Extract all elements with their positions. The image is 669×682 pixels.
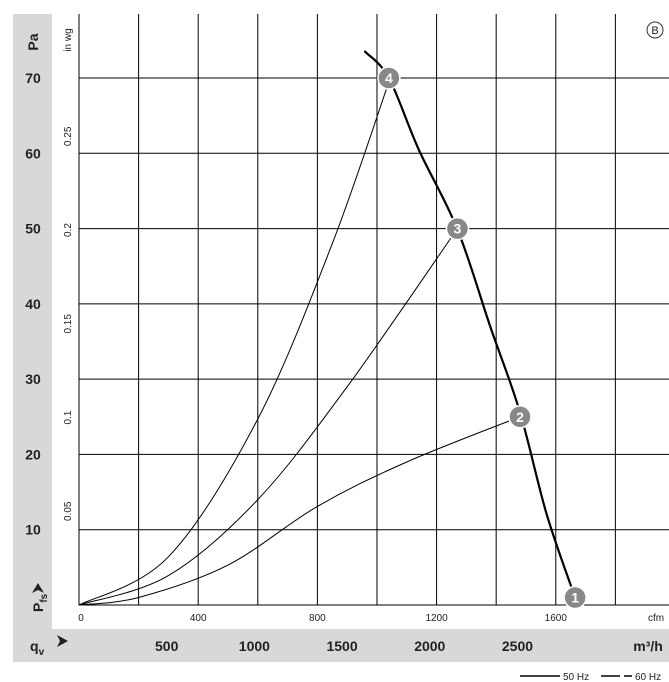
top-x-axis-tick-label: 800 <box>309 613 326 624</box>
badge-label: B <box>651 25 658 37</box>
inner-axis-tick-label: 0.05 <box>63 501 74 521</box>
top-x-axis-tick-label: 1600 <box>545 613 568 624</box>
series-system-curve-3 <box>78 228 458 606</box>
bottom-x-axis-tick-label: 2500 <box>502 638 533 654</box>
legend-label-50hz: 50 Hz <box>563 672 589 682</box>
legend-label-60hz: 60 Hz <box>635 672 661 682</box>
series-system-curve-4 <box>78 81 390 606</box>
left-axis-label: Pfs <box>30 593 50 612</box>
bottom-x-axis-tick-label: 1500 <box>326 638 357 654</box>
left-axis-unit: Pa <box>25 33 41 50</box>
left-axis-label-sub: fs <box>39 593 50 602</box>
series-system-curve-2 <box>78 416 521 606</box>
bottom-axis-label: qv <box>30 638 45 658</box>
left-axis-band <box>13 14 52 634</box>
left-axis-tick-label: 10 <box>25 522 41 538</box>
operating-point-label: 1 <box>571 589 579 605</box>
left-axis-tick-label: 60 <box>25 145 41 161</box>
inner-axis-tick-label: 0.15 <box>63 314 74 334</box>
left-axis-tick-label: 40 <box>25 296 41 312</box>
bottom-x-axis-tick-label: 500 <box>155 638 179 654</box>
svg-text:Pfs: Pfs <box>30 593 50 612</box>
operating-point-marker <box>508 405 532 429</box>
marker-layer: 1 2 3 4 <box>377 66 587 610</box>
left-axis-tick-label: 50 <box>25 221 41 237</box>
top-x-axis-tick-label: 400 <box>190 613 207 624</box>
series-layer <box>78 50 577 606</box>
inner-axis-unit: in wg <box>63 28 74 51</box>
left-axis-label-main: P <box>30 603 46 612</box>
operating-point-label: 3 <box>454 221 462 237</box>
series-fan-curve-50hz <box>364 50 577 599</box>
badge-circle-icon <box>646 21 664 39</box>
bottom-axis-label-main: q <box>30 638 39 654</box>
bottom-axis-band <box>13 629 669 662</box>
left-axis-tick-label: 30 <box>25 371 41 387</box>
bottom-x-axis-tick-label: 1000 <box>239 638 270 654</box>
left-axis-tick-label: 20 <box>25 446 41 462</box>
label-layer: 10 20 30 40 50 60 70 0.05 0.1 0.15 0.2 0.25 0 400 800 1… <box>25 70 567 654</box>
top-x-axis-tick-label: 0 <box>78 613 84 624</box>
operating-point-marker <box>445 216 470 241</box>
inner-axis-tick-label: 0.25 <box>63 126 74 146</box>
operating-point-label: 2 <box>516 409 524 425</box>
inner-axis-tick-label: 0.1 <box>63 410 74 424</box>
left-axis-arrow-icon <box>32 583 44 593</box>
operating-point-marker <box>377 66 401 90</box>
plot-area <box>79 14 669 605</box>
operating-point-marker <box>563 585 587 610</box>
operating-point-label: 4 <box>385 70 393 86</box>
left-axis-tick-label: 70 <box>25 70 41 86</box>
grid-layer <box>78 14 669 606</box>
bottom-axis-arrow-icon <box>57 635 68 647</box>
legend: 50 Hz 60 Hz <box>520 672 661 682</box>
bottom-x-axis-unit: m³/h <box>633 638 663 654</box>
top-x-axis-tick-label: 1200 <box>425 613 448 624</box>
top-x-axis-unit: cfm <box>648 613 664 624</box>
bottom-axis-label-sub: v <box>39 647 45 658</box>
bottom-x-axis-tick-label: 2000 <box>414 638 445 654</box>
inner-axis-tick-label: 0.2 <box>63 223 74 237</box>
